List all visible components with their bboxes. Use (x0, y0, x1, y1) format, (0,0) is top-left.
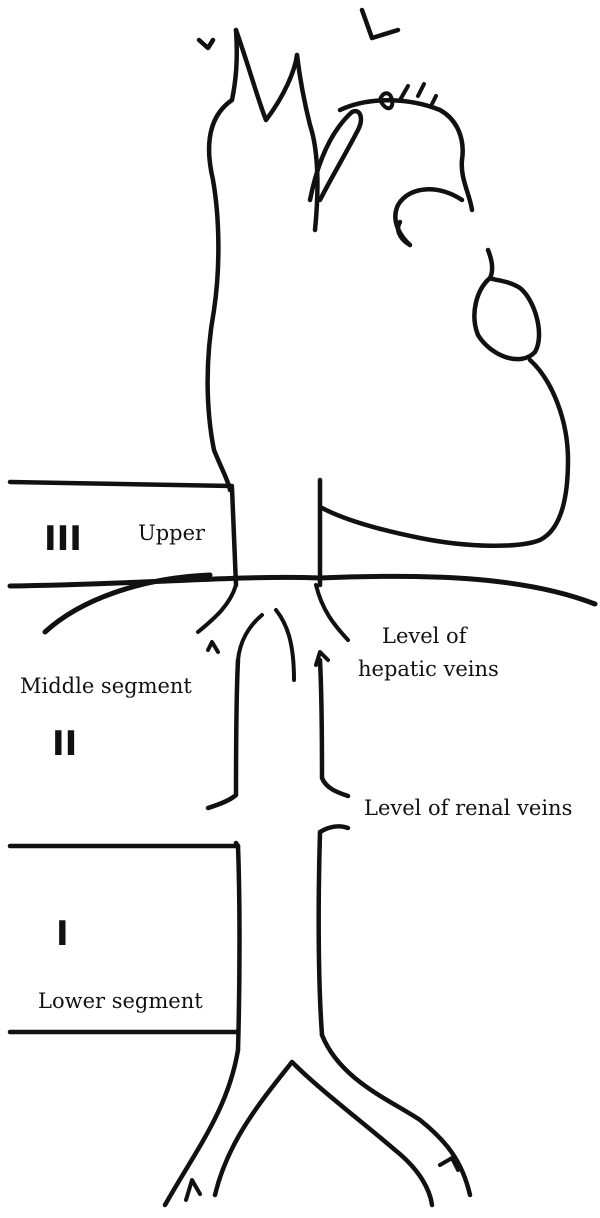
hepatic-level-label-line2: hepatic veins (358, 657, 499, 681)
lower-segment-label: Lower segment (38, 989, 203, 1013)
upper-boundary-line (7, 479, 235, 489)
heart-drawing (196, 7, 571, 548)
vena-cava-walls (162, 477, 473, 1208)
hepatic-level-label-line1: Level of (382, 624, 469, 648)
renal-level-label: Level of renal veins (364, 796, 572, 820)
upper-segment-label: Upper (138, 521, 206, 545)
middle-segment-label: Middle segment (20, 674, 192, 698)
diaphragm-line (7, 573, 598, 607)
segment-numeral-i: I (56, 914, 69, 954)
segment-numeral-ii: II (52, 724, 77, 764)
segment-boundaries (7, 479, 598, 1035)
segment-numeral-iii: III (44, 519, 82, 559)
diaphragm-curve (42, 572, 213, 635)
